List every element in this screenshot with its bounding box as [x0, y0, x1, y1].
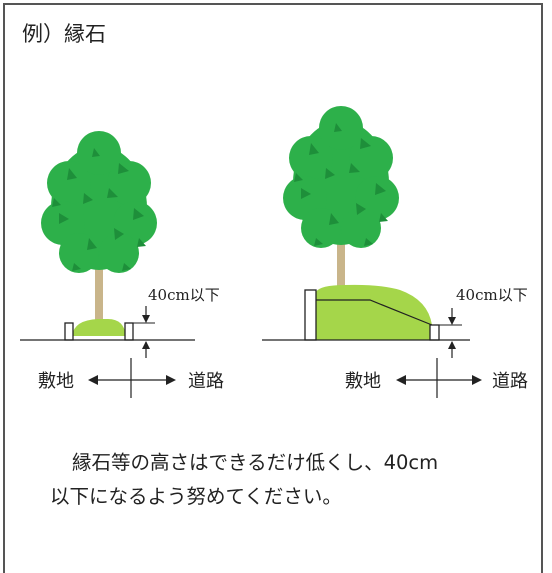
right-arrow-road	[472, 375, 482, 385]
right-private-land-label: 敷地	[345, 371, 381, 392]
right-arrow-private	[396, 375, 406, 385]
left-height-label: 40cm以下	[148, 286, 220, 304]
left-road-label: 道路	[188, 371, 224, 392]
figure-frame	[3, 3, 543, 573]
figure-title: 例）縁石	[22, 22, 106, 46]
left-grass-mound	[72, 319, 126, 336]
left-private-land-label: 敷地	[38, 371, 74, 392]
right-tree-crown	[283, 106, 399, 248]
right-dim-arrow-up	[448, 341, 456, 349]
right-slope-line	[316, 299, 433, 326]
right-road-label: 道路	[492, 371, 528, 392]
left-dim-arrow-up	[142, 341, 150, 349]
caption: 縁石等の高さはできるだけ低くし、40cm 以下になるよう努めてください。	[50, 446, 530, 514]
left-dim-arrow-down	[142, 315, 150, 323]
left-curb-left	[64, 322, 74, 341]
left-arrow-road	[166, 375, 176, 385]
left-curb-right	[124, 322, 134, 341]
left-arrow-private	[88, 375, 98, 385]
right-dim-arrow-down	[448, 317, 456, 325]
right-diagram: 40cm以下 敷地 道路	[262, 106, 528, 398]
caption-line-1: 縁石等の高さはできるだけ低くし、40cm	[72, 451, 439, 474]
right-curb	[429, 324, 440, 341]
right-retaining-wall	[304, 289, 317, 341]
right-grass-bed	[316, 284, 432, 340]
left-tree-crown	[41, 131, 157, 273]
right-tree-trunk	[337, 230, 345, 290]
left-tree-trunk	[95, 250, 103, 325]
left-diagram: 40cm以下 敷地 道路	[20, 131, 224, 398]
right-height-label: 40cm以下	[456, 286, 528, 304]
caption-line-2: 以下になるよう努めてください。	[50, 485, 342, 508]
